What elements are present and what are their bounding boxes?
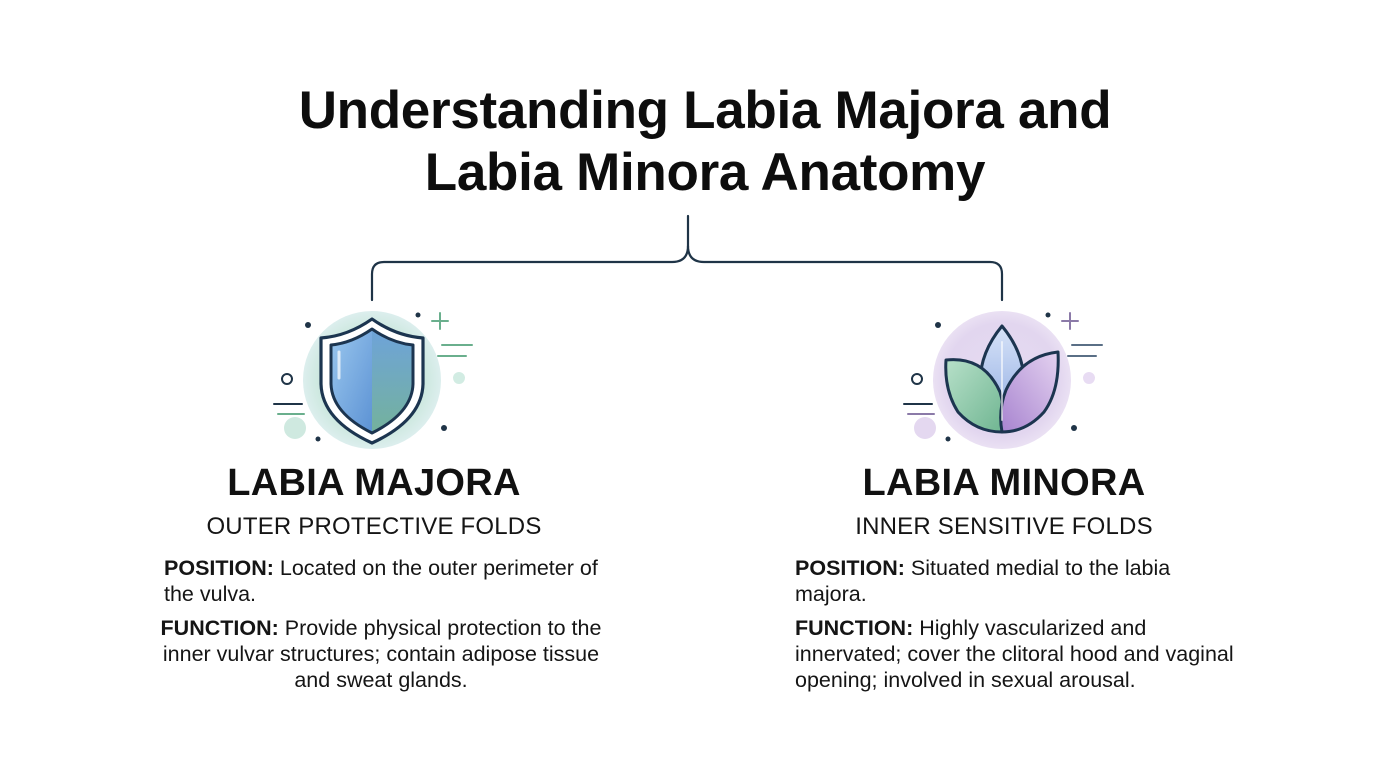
majora-function-label: FUNCTION: <box>160 616 279 640</box>
minora-function-text: Highly vascularized and innervated; cove… <box>795 616 1234 692</box>
minora-subheading: INNER SENSITIVE FOLDS <box>855 513 1153 540</box>
page-title: Understanding Labia Majora and Labia Min… <box>0 80 1376 204</box>
minora-function: FUNCTION: Highly vascularized and innerv… <box>795 615 1245 693</box>
title-line-2: Labia Minora Anatomy <box>424 143 986 202</box>
minora-position-text: Situated medial to the labia majora. <box>795 556 1171 606</box>
majora-heading: LABIA MAJORA <box>227 462 521 504</box>
majora-position: POSITION: Located on the outer perimeter… <box>164 555 614 607</box>
majora-function: FUNCTION: Provide physical protection to… <box>156 615 606 693</box>
majora-position-label: POSITION: <box>164 556 274 580</box>
minora-position-label: POSITION: <box>795 556 905 580</box>
minora-heading: LABIA MINORA <box>862 462 1146 504</box>
leaf-icon <box>903 311 1103 449</box>
shield-icon <box>273 311 473 449</box>
title-line-1: Understanding Labia Majora and <box>298 81 1112 140</box>
majora-position-text: Located on the outer perimeter of the vu… <box>164 556 598 606</box>
majora-subheading: OUTER PROTECTIVE FOLDS <box>206 513 542 540</box>
minora-function-label: FUNCTION: <box>795 616 914 640</box>
majora-function-text: Provide physical protection to the inner… <box>162 616 602 692</box>
minora-position: POSITION: Situated medial to the labia m… <box>795 555 1215 607</box>
